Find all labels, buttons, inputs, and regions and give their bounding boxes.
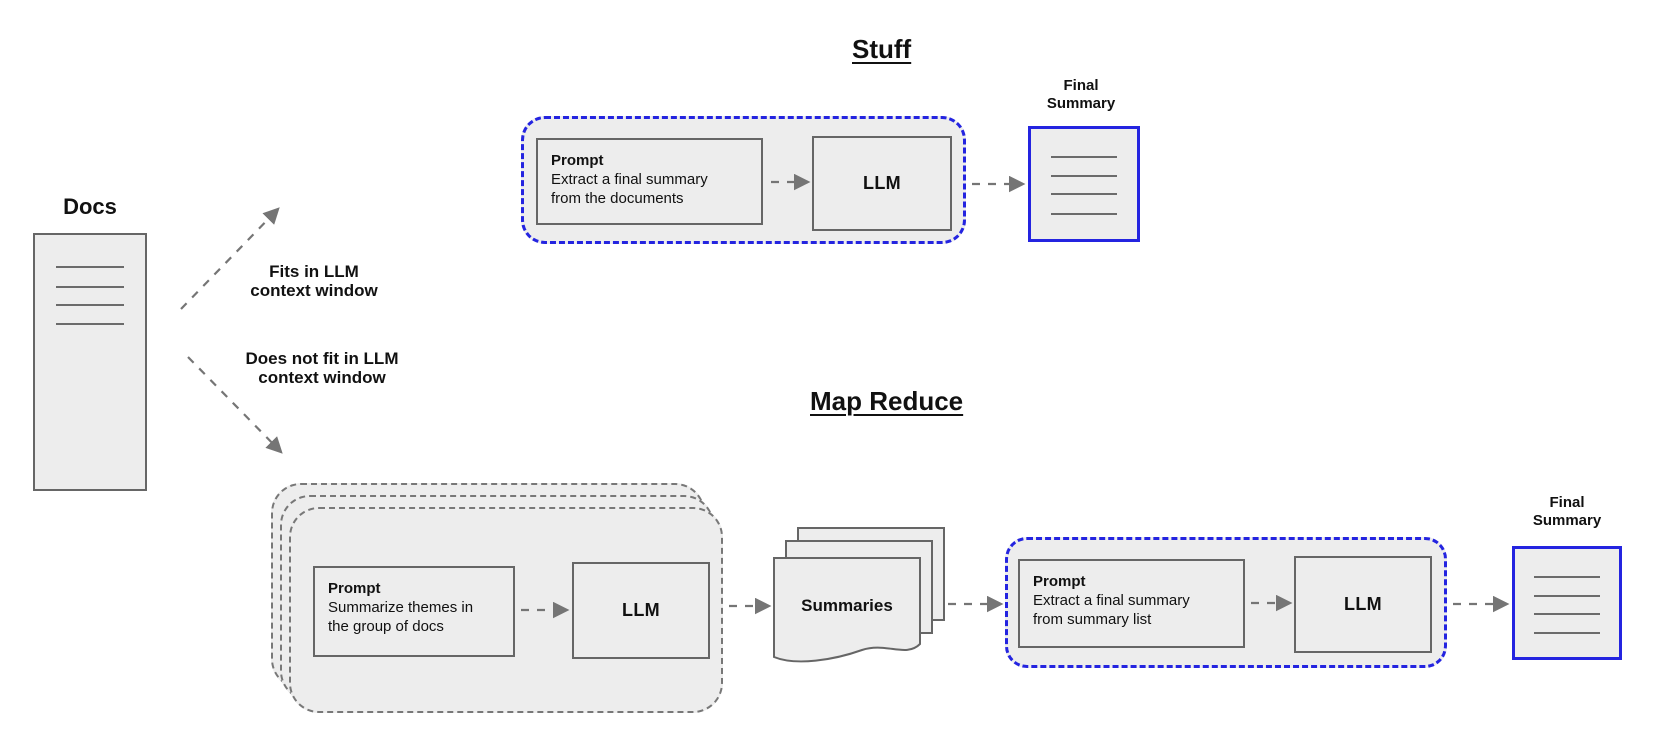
doc-text-line bbox=[1534, 576, 1600, 578]
stuff-final-summary-document bbox=[1028, 126, 1140, 242]
doc-text-line bbox=[56, 266, 124, 268]
doc-text-line bbox=[1051, 213, 1117, 215]
summaries-label: Summaries bbox=[801, 596, 893, 615]
reduce-final-summary-label: Final Summary bbox=[1532, 494, 1602, 529]
fits-in-context-label: Fits in LLM context window bbox=[250, 262, 378, 300]
stuff-prompt-node: Prompt Extract a final summary from the … bbox=[536, 138, 763, 225]
prompt-body: Summarize themes in the group of docs bbox=[328, 599, 474, 635]
doc-text-line bbox=[1534, 613, 1600, 615]
reduce-final-summary-document bbox=[1512, 546, 1622, 660]
reduce-llm-node: LLM bbox=[1294, 556, 1432, 653]
doc-text-line bbox=[56, 323, 124, 325]
doc-text-line bbox=[1534, 595, 1600, 597]
prompt-body: Extract a final summary from the documen… bbox=[551, 171, 708, 207]
stuff-llm-node: LLM bbox=[812, 136, 952, 231]
reduce-prompt-node: Prompt Extract a final summary from summ… bbox=[1018, 559, 1245, 648]
doc-text-line bbox=[1534, 632, 1600, 634]
prompt-body: Extract a final summary from summary lis… bbox=[1033, 592, 1190, 628]
map-prompt-node: Prompt Summarize themes in the group of … bbox=[313, 566, 515, 657]
docs-document bbox=[33, 233, 147, 491]
map-reduce-section-title: Map Reduce bbox=[810, 386, 964, 416]
does-not-fit-label: Does not fit in LLM context window bbox=[245, 349, 399, 387]
summaries-pages-shape bbox=[773, 527, 945, 663]
map-llm-node: LLM bbox=[572, 562, 710, 659]
prompt-heading: Prompt bbox=[1033, 573, 1086, 590]
prompt-heading: Prompt bbox=[551, 152, 604, 169]
doc-text-line bbox=[56, 304, 124, 306]
doc-text-line bbox=[56, 286, 124, 288]
stuff-section-title: Stuff bbox=[852, 34, 912, 64]
prompt-heading: Prompt bbox=[328, 580, 381, 597]
docs-label: Docs bbox=[63, 194, 117, 219]
doc-text-line bbox=[1051, 156, 1117, 158]
doc-text-line bbox=[1051, 175, 1117, 177]
stuff-final-summary-label: Final Summary bbox=[1046, 77, 1116, 112]
doc-text-line bbox=[1051, 193, 1117, 195]
